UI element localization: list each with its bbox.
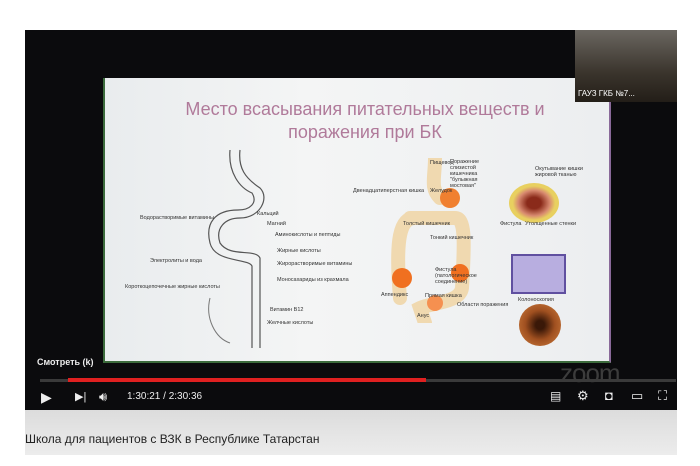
theater-mode-button[interactable]: ▭	[631, 388, 644, 403]
digestive-tract-diagram	[208, 149, 265, 348]
slide-label: Аппендикс	[381, 292, 409, 298]
time-display: 1:30:21 / 2:30:36	[127, 391, 203, 402]
slide-label: Поражение слизистой кишечника "булыжная …	[450, 159, 480, 189]
slide-label: Фистула	[500, 221, 522, 227]
slide-label: Аминокислоты и пептиды	[275, 232, 341, 238]
fullscreen-button[interactable]: ⛶	[658, 388, 668, 403]
volume-button[interactable]: 🔊︎	[99, 389, 108, 404]
slide-label: Электролиты и вода	[150, 258, 202, 264]
slide-label: Короткоцепочечные жирные кислоты	[125, 284, 220, 290]
colon-illustration	[391, 158, 471, 323]
slide-label: Прямая кишка	[425, 293, 462, 299]
progress-fill	[68, 378, 426, 382]
slide-label: Фистула (патологическое соединение)	[435, 267, 477, 285]
video-title: Школа для пациентов с ВЗК в Республике Т…	[25, 432, 320, 446]
slide-label: Жирорастворимые витамины	[277, 261, 353, 267]
slide-label: Толстый кишечник	[403, 221, 451, 227]
slide-label: Витамин B12	[270, 307, 304, 313]
player-controls: ▶ ▶| 🔊︎ 1:30:21 / 2:30:36 ▤ ⚙ ◘ ▭ ⛶	[25, 385, 677, 410]
settings-gear-icon[interactable]: ⚙	[577, 388, 589, 403]
slide-label: Области поражения	[457, 302, 509, 308]
next-button[interactable]: ▶|	[75, 391, 87, 403]
slide-label: Кальций	[257, 211, 279, 217]
histology-image	[511, 254, 566, 294]
slide-label: Моносахариды из крахмала	[277, 277, 349, 283]
slide-label: Желчные кислоты	[267, 320, 314, 326]
video-info: Школа для пациентов с ВЗК в Республике Т…	[25, 410, 677, 455]
participant-label: ГАУЗ ГКБ №7...	[578, 89, 635, 98]
slide-label: Тонкий кишечник	[430, 235, 474, 241]
presentation-slide: Место всасывания питательных веществ и п…	[103, 78, 611, 363]
subtitles-button[interactable]: ▤	[550, 389, 562, 403]
colonoscopy-image	[519, 304, 561, 346]
slide-label: Двенадцатиперстная кишка	[353, 188, 425, 194]
participant-camera-tile[interactable]: ГАУЗ ГКБ №7...	[575, 30, 677, 102]
slide-label: Водорастворимые витамины	[140, 215, 214, 221]
zoom-watermark: zoom	[560, 358, 621, 388]
play-button[interactable]: ▶	[41, 389, 52, 405]
slide-label: Колоноскопия	[518, 297, 554, 303]
slide-label: Магний	[267, 221, 286, 227]
slide-label: Жирные кислоты	[277, 248, 321, 254]
slide-label: Пищевод	[430, 160, 454, 166]
slide-label: Утолщенные стенки	[525, 221, 577, 227]
intestine-cross-section	[509, 183, 559, 223]
miniplayer-button[interactable]: ◘	[605, 388, 613, 403]
slide-label: Желудок	[430, 188, 453, 194]
slide-title: Место всасывания питательных веществ и п…	[185, 99, 545, 142]
watch-tooltip: Смотреть (k)	[37, 357, 94, 367]
slide-label: Окутывание кишки жировой тканью	[535, 166, 583, 178]
slide-label: Анус	[417, 313, 430, 319]
